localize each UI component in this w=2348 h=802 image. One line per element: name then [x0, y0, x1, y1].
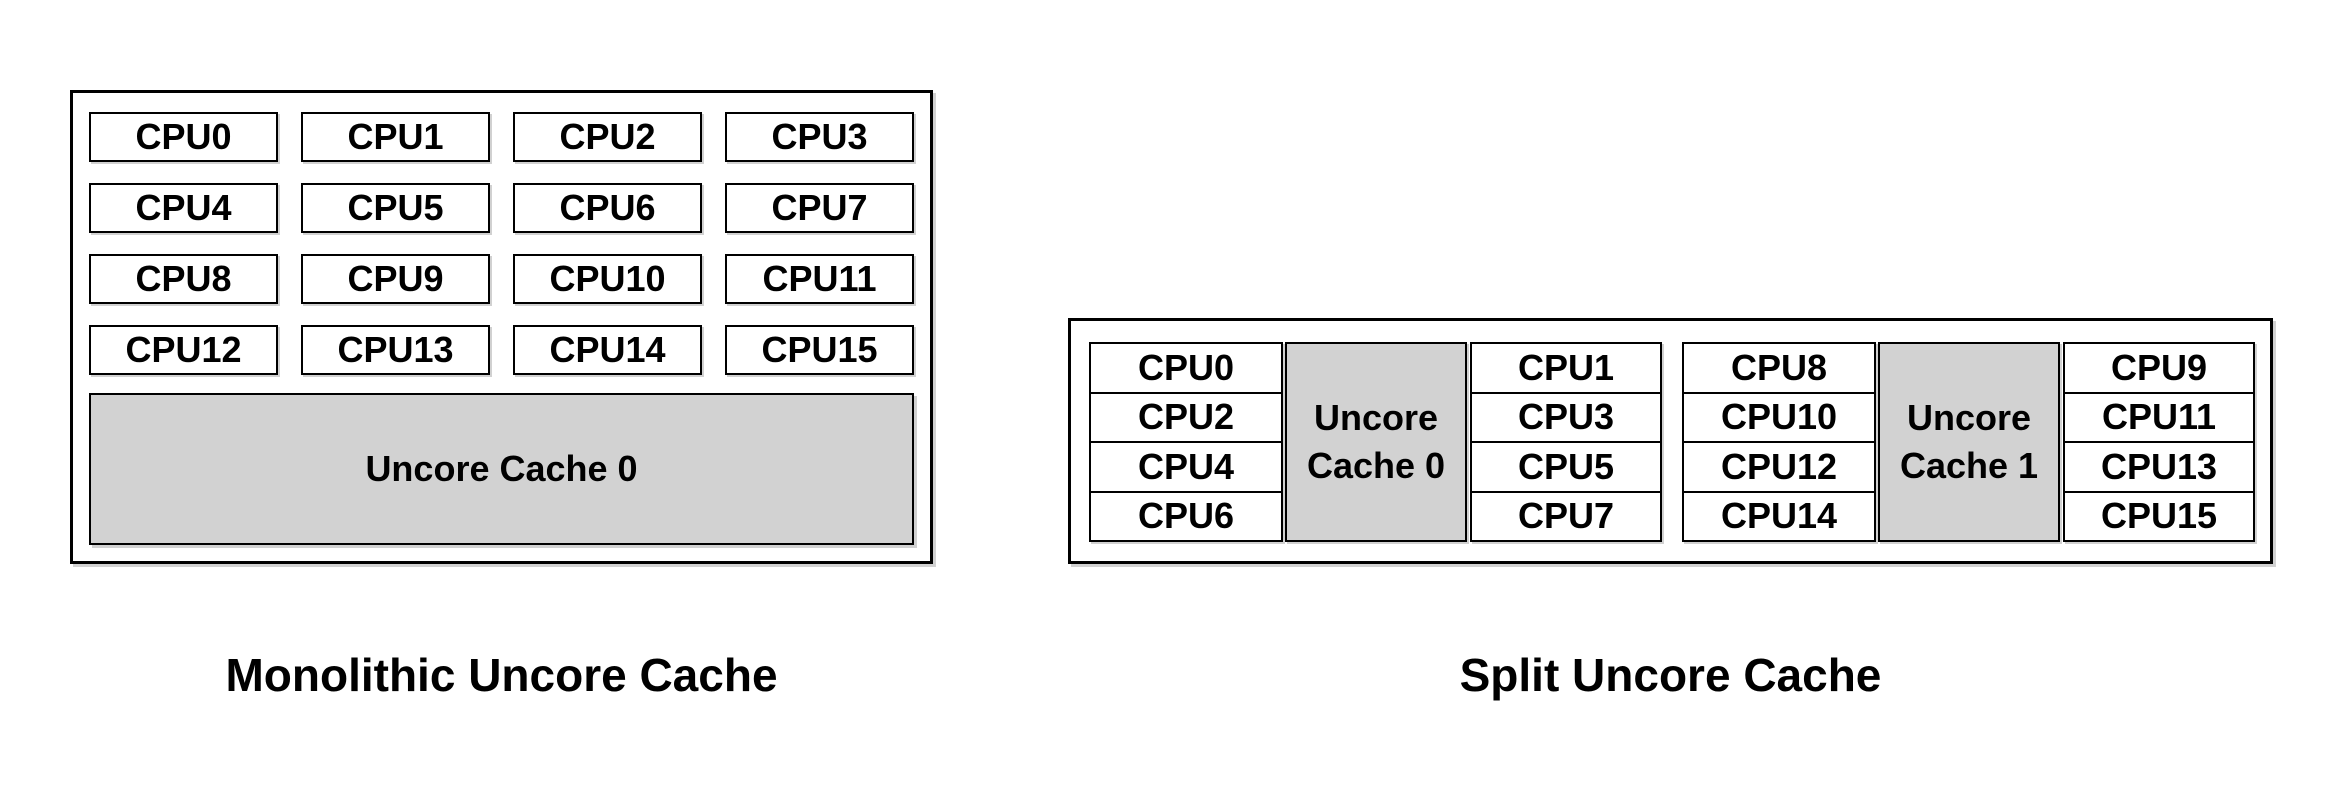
- uncore-cache-box-0: Uncore Cache 0: [1285, 342, 1467, 542]
- cpu-cell: CPU12: [89, 325, 278, 375]
- cpu-cell: CPU2: [513, 112, 702, 162]
- cpu-cell: CPU1: [301, 112, 490, 162]
- cpu-cell: CPU6: [513, 183, 702, 233]
- cpu-cell: CPU1: [1470, 342, 1662, 394]
- monolithic-diagram-title: Monolithic Uncore Cache: [225, 649, 778, 701]
- uncore-cache-label: Uncore Cache 0: [365, 448, 638, 489]
- cpu-cell: CPU4: [1089, 441, 1283, 493]
- cpu-cell: CPU3: [725, 112, 914, 162]
- cpu-cell: CPU12: [1682, 441, 1876, 493]
- cpu-cell: CPU9: [2063, 342, 2255, 394]
- cpu-cell: CPU11: [725, 254, 914, 304]
- cpu-cell: CPU5: [1470, 441, 1662, 493]
- uncore-cache-label-1: Uncore Cache 1: [1899, 397, 2039, 486]
- cpu-cell: CPU8: [89, 254, 278, 304]
- cpu-cell: CPU14: [513, 325, 702, 375]
- cpu-cell: CPU13: [301, 325, 490, 375]
- cpu-cell: CPU13: [2063, 441, 2255, 493]
- split-diagram-title: Split Uncore Cache: [1459, 649, 1882, 701]
- uncore-cache-box-1: Uncore Cache 1: [1878, 342, 2060, 542]
- cpu-cell: CPU9: [301, 254, 490, 304]
- cpu-cell: CPU15: [2063, 490, 2255, 542]
- cpu-cell: CPU14: [1682, 490, 1876, 542]
- cpu-cell: CPU15: [725, 325, 914, 375]
- cpu-cell: CPU5: [301, 183, 490, 233]
- cpu-cell: CPU7: [725, 183, 914, 233]
- uncore-cache-box: Uncore Cache 0: [89, 393, 914, 545]
- cpu-cell: CPU0: [89, 112, 278, 162]
- cpu-cell: CPU2: [1089, 391, 1283, 443]
- uncore-cache-label-0: Uncore Cache 0: [1306, 397, 1446, 486]
- cpu-cell: CPU6: [1089, 490, 1283, 542]
- cpu-cell: CPU7: [1470, 490, 1662, 542]
- cpu-cell: CPU11: [2063, 391, 2255, 443]
- cpu-cell: CPU0: [1089, 342, 1283, 394]
- cpu-cell: CPU10: [1682, 391, 1876, 443]
- cpu-cell: CPU3: [1470, 391, 1662, 443]
- cpu-cell: CPU4: [89, 183, 278, 233]
- cpu-cell: CPU8: [1682, 342, 1876, 394]
- cpu-cell: CPU10: [513, 254, 702, 304]
